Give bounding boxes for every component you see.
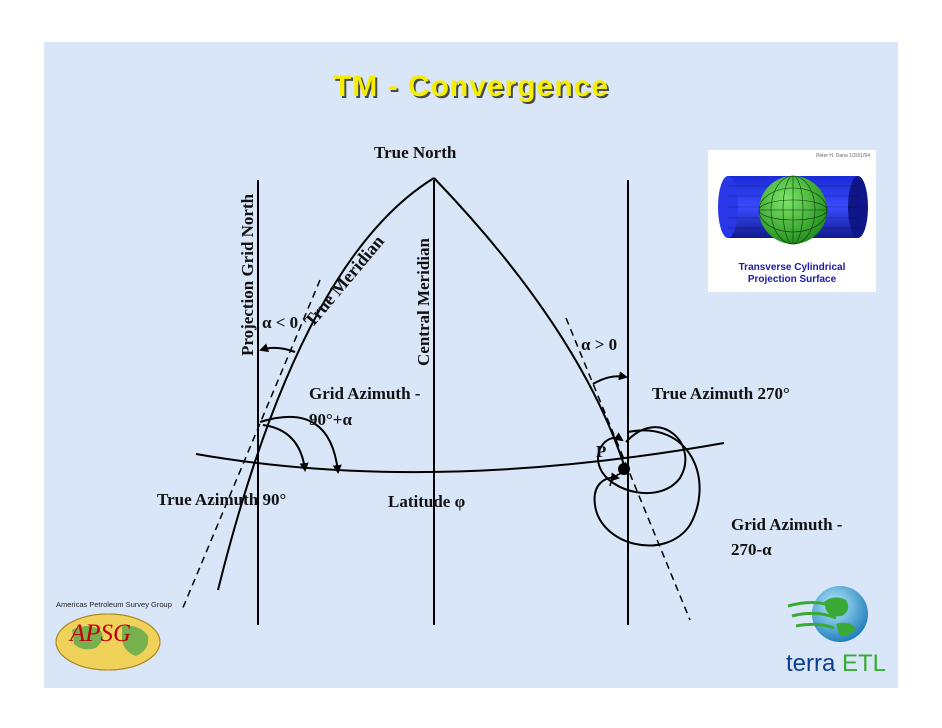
inset-credit: Peter H. Dana 1/20/1/94 xyxy=(816,153,870,159)
true-north-label: True North xyxy=(374,143,457,162)
apsg-globe-graphic xyxy=(55,613,161,671)
true-azimuth-270-label: True Azimuth 270° xyxy=(652,384,790,403)
terra-etl-logo: terra ETL xyxy=(776,580,896,680)
grid-azimuth-right-line1: Grid Azimuth - xyxy=(731,515,843,534)
projection-surface-inset: Peter H. Dana 1/20/1/94 xyxy=(708,150,876,292)
apsg-logo: Americas Petroleum Survey Group APSG xyxy=(52,600,172,672)
true-meridian-right-curve xyxy=(433,177,626,469)
apsg-full-name: Americas Petroleum Survey Group xyxy=(56,600,172,609)
true-azimuth-270-loop xyxy=(597,426,687,494)
right-dashed-meridian xyxy=(565,317,691,621)
apsg-acronym: APSG xyxy=(70,620,132,647)
grid-azimuth-left-line1: Grid Azimuth - xyxy=(309,384,421,403)
point-p-marker xyxy=(618,463,630,475)
alpha-negative-arc xyxy=(259,343,296,353)
latitude-curve xyxy=(195,442,725,474)
etl-suffix-text: ETL xyxy=(842,650,887,677)
grid-azimuth-left-line2: 90°+α xyxy=(309,410,352,429)
central-meridian-label: Central Meridian xyxy=(414,238,433,366)
inset-caption-line1: Transverse Cylindrical xyxy=(738,262,846,273)
cylinder-globe-illustration xyxy=(718,175,868,245)
latitude-label: Latitude φ xyxy=(388,492,466,511)
alpha-negative-label: α < 0 xyxy=(262,313,299,332)
alpha-positive-label: α > 0 xyxy=(581,335,618,354)
etl-terra-text: terra xyxy=(785,650,836,677)
grid-azimuth-left-arc xyxy=(259,415,342,474)
terra-globe-icon xyxy=(787,586,868,642)
alpha-positive-arc xyxy=(592,371,628,385)
grid-azimuth-right-line2: 270-α xyxy=(731,540,772,559)
true-meridian-left-curve xyxy=(217,177,435,591)
inset-caption-line2: Projection Surface xyxy=(747,274,837,285)
grid-azimuth-270-loop xyxy=(593,429,701,547)
true-azimuth-90-arc xyxy=(262,424,309,472)
projection-grid-north-label: Projection Grid North xyxy=(238,193,257,356)
slide-background xyxy=(44,42,898,688)
slide-title: TM - Convergence xyxy=(332,70,610,103)
point-p-label: P xyxy=(596,442,607,461)
true-azimuth-90-label: True Azimuth 90° xyxy=(157,490,287,509)
